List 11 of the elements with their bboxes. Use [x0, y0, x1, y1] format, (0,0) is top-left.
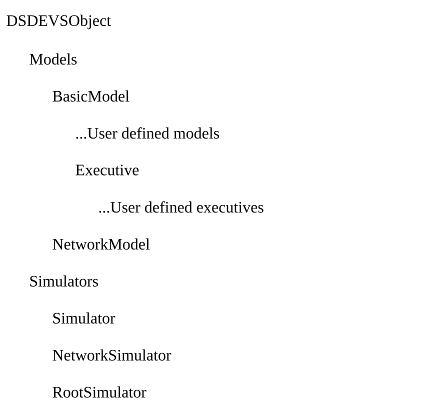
- tree-item-label: Simulator: [53, 312, 116, 324]
- tree-item-label: Executive: [76, 164, 139, 176]
- tree-item-label: DSDEVSObject: [6, 14, 111, 30]
- tree-item-label: Models: [30, 53, 77, 65]
- tree-item-label: BasicModel: [52, 90, 130, 102]
- tree-item-label: ...User defined executives: [99, 201, 264, 213]
- tree-item-label: NetworkSimulator: [52, 349, 172, 361]
- tree-item-label: NetworkModel: [52, 238, 150, 250]
- tree-item-label: RootSimulator: [52, 386, 146, 398]
- tree-item-label: ...User defined models: [76, 127, 220, 139]
- tree-item-label: Simulators: [30, 275, 98, 287]
